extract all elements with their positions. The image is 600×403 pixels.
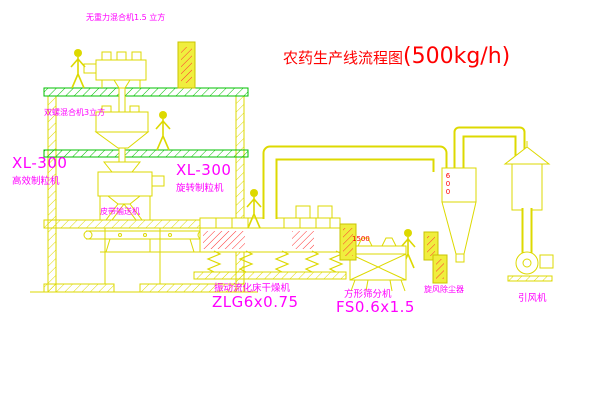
screw-mixer — [94, 105, 150, 163]
square-sieve — [349, 237, 407, 292]
exhaust-duct — [262, 126, 526, 221]
title-capacity: (500kg/h) — [403, 44, 511, 69]
bucket-elevators — [177, 41, 448, 284]
label-dryer-name: 振动流化床干燥机 — [214, 283, 291, 294]
label-screw-mixer: 双螺混合机3立方 — [44, 108, 106, 117]
fluid-bed-dryer — [193, 205, 353, 280]
cyclone-separator — [441, 167, 477, 263]
gravity-mixer — [83, 51, 147, 113]
label-belt-conveyor: 皮带输送机 — [100, 207, 140, 216]
exhaust-stack — [503, 141, 551, 211]
label-granulator-left-model: XL-300 — [12, 154, 68, 172]
worker-figure — [155, 110, 171, 151]
granulator — [97, 161, 165, 221]
induced-draft-fan — [507, 251, 554, 282]
label-granulator-left-name: 高效制粒机 — [12, 176, 60, 187]
label-gravity-mixer: 无重力混合机1.5 立方 — [86, 13, 166, 22]
label-dryer-model: ZLG6x0.75 — [212, 293, 299, 311]
label-sieve-model: FS0.6x1.5 — [336, 298, 415, 316]
label-fan: 引风机 — [518, 293, 547, 304]
worker-figure — [70, 48, 86, 89]
belt-conveyor — [83, 230, 207, 253]
dimension-sieve-length: 1500 — [352, 235, 370, 243]
label-granulator-right-model: XL-300 — [176, 161, 232, 179]
building-frame — [30, 87, 272, 293]
label-sieve-name: 方形筛分机 — [344, 289, 392, 300]
title-text: 农药生产线流程图 — [283, 49, 404, 67]
diagram-title: 农药生产线流程图(500kg/h) — [283, 44, 510, 69]
dimension-cyclone-diameter: 600 — [444, 172, 452, 196]
label-granulator-right-name: 旋转制粒机 — [176, 183, 224, 194]
label-cyclone: 旋风除尘器 — [424, 285, 464, 294]
